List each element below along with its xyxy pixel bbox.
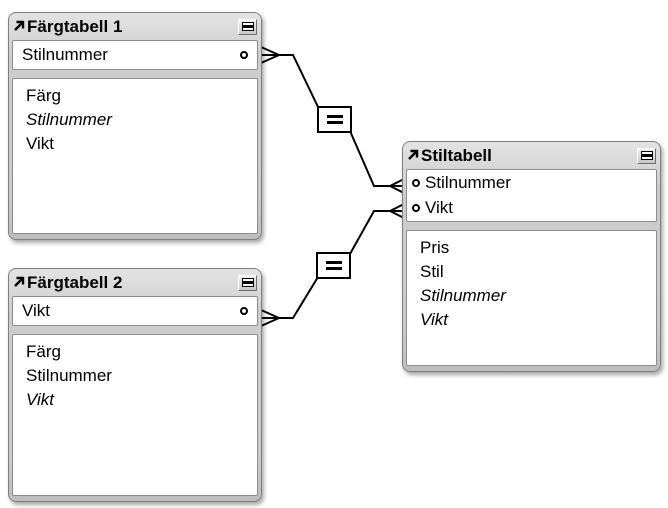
field-list-panel: Färg Stilnummer Vikt [12,334,258,496]
relationship-operator-box-2[interactable]: = [316,252,351,279]
field-item[interactable]: Färg [26,342,61,361]
field-item[interactable]: Stil [420,262,444,281]
equals-icon [326,115,343,118]
table-header[interactable]: Färgtabell 2 [9,269,261,296]
collapse-button[interactable] [238,18,257,35]
field-item[interactable]: Stilnummer [26,366,112,385]
key-field-label: Vikt [22,301,51,320]
field-item[interactable]: Stilnummer [420,286,506,305]
collapse-icon [241,22,254,31]
source-arrow-icon[interactable] [12,19,26,33]
key-field-row[interactable]: Vikt [407,196,656,221]
equals-icon [326,121,343,124]
collapse-button[interactable] [637,147,656,164]
crowsfoot-icon-rel2-right [387,202,407,220]
key-fields-panel: Stilnummer Vikt [406,169,657,222]
relationship-operator-box-1[interactable]: = [317,106,352,133]
crowsfoot-icon-rel1-right [387,177,407,195]
key-field-row[interactable]: Stilnummer [407,171,656,196]
table-header[interactable]: Färgtabell 1 [9,13,261,40]
table-title: Stiltabell [421,145,492,165]
key-field-label: Stilnummer [22,45,108,64]
key-field-label: Stilnummer [425,173,511,192]
collapse-icon [640,151,653,160]
field-item[interactable]: Vikt [26,390,55,409]
field-item[interactable]: Färg [26,86,61,105]
key-field-row[interactable]: Vikt [13,297,257,325]
key-field-row[interactable]: Stilnummer [13,41,257,69]
source-arrow-icon[interactable] [12,275,26,289]
field-list-panel: Färg Stilnummer Vikt [12,78,258,234]
match-indicator-icon [240,307,248,315]
table-title: Färgtabell 2 [27,272,123,292]
match-indicator-icon [240,51,248,59]
key-fields-panel: Stilnummer [12,40,258,70]
field-item[interactable]: Stilnummer [26,110,112,129]
equals-icon [325,267,342,270]
field-item[interactable]: Vikt [420,310,449,329]
field-list-panel: Pris Stil Stilnummer Vikt [406,230,657,366]
source-arrow-icon[interactable] [406,148,420,162]
crowsfoot-icon-rel2-left [260,309,282,327]
key-fields-panel: Vikt [12,296,258,326]
field-item[interactable]: Vikt [26,134,55,153]
table-stiltabell: Stiltabell Stilnummer Vikt Pris Stil Sti… [402,141,661,372]
field-item[interactable]: Pris [420,238,450,257]
match-indicator-icon [412,179,420,187]
key-field-label: Vikt [425,198,454,217]
equals-icon [325,261,342,264]
crowsfoot-icon-rel1-left [260,46,282,64]
collapse-button[interactable] [238,274,257,291]
match-indicator-icon [412,204,420,212]
table-header[interactable]: Stiltabell [403,142,660,169]
table-fargtabell-1: Färgtabell 1 Stilnummer Färg Stilnummer … [8,12,262,240]
table-fargtabell-2: Färgtabell 2 Vikt Färg Stilnummer Vikt [8,268,262,502]
table-title: Färgtabell 1 [27,16,123,36]
collapse-icon [241,278,254,287]
